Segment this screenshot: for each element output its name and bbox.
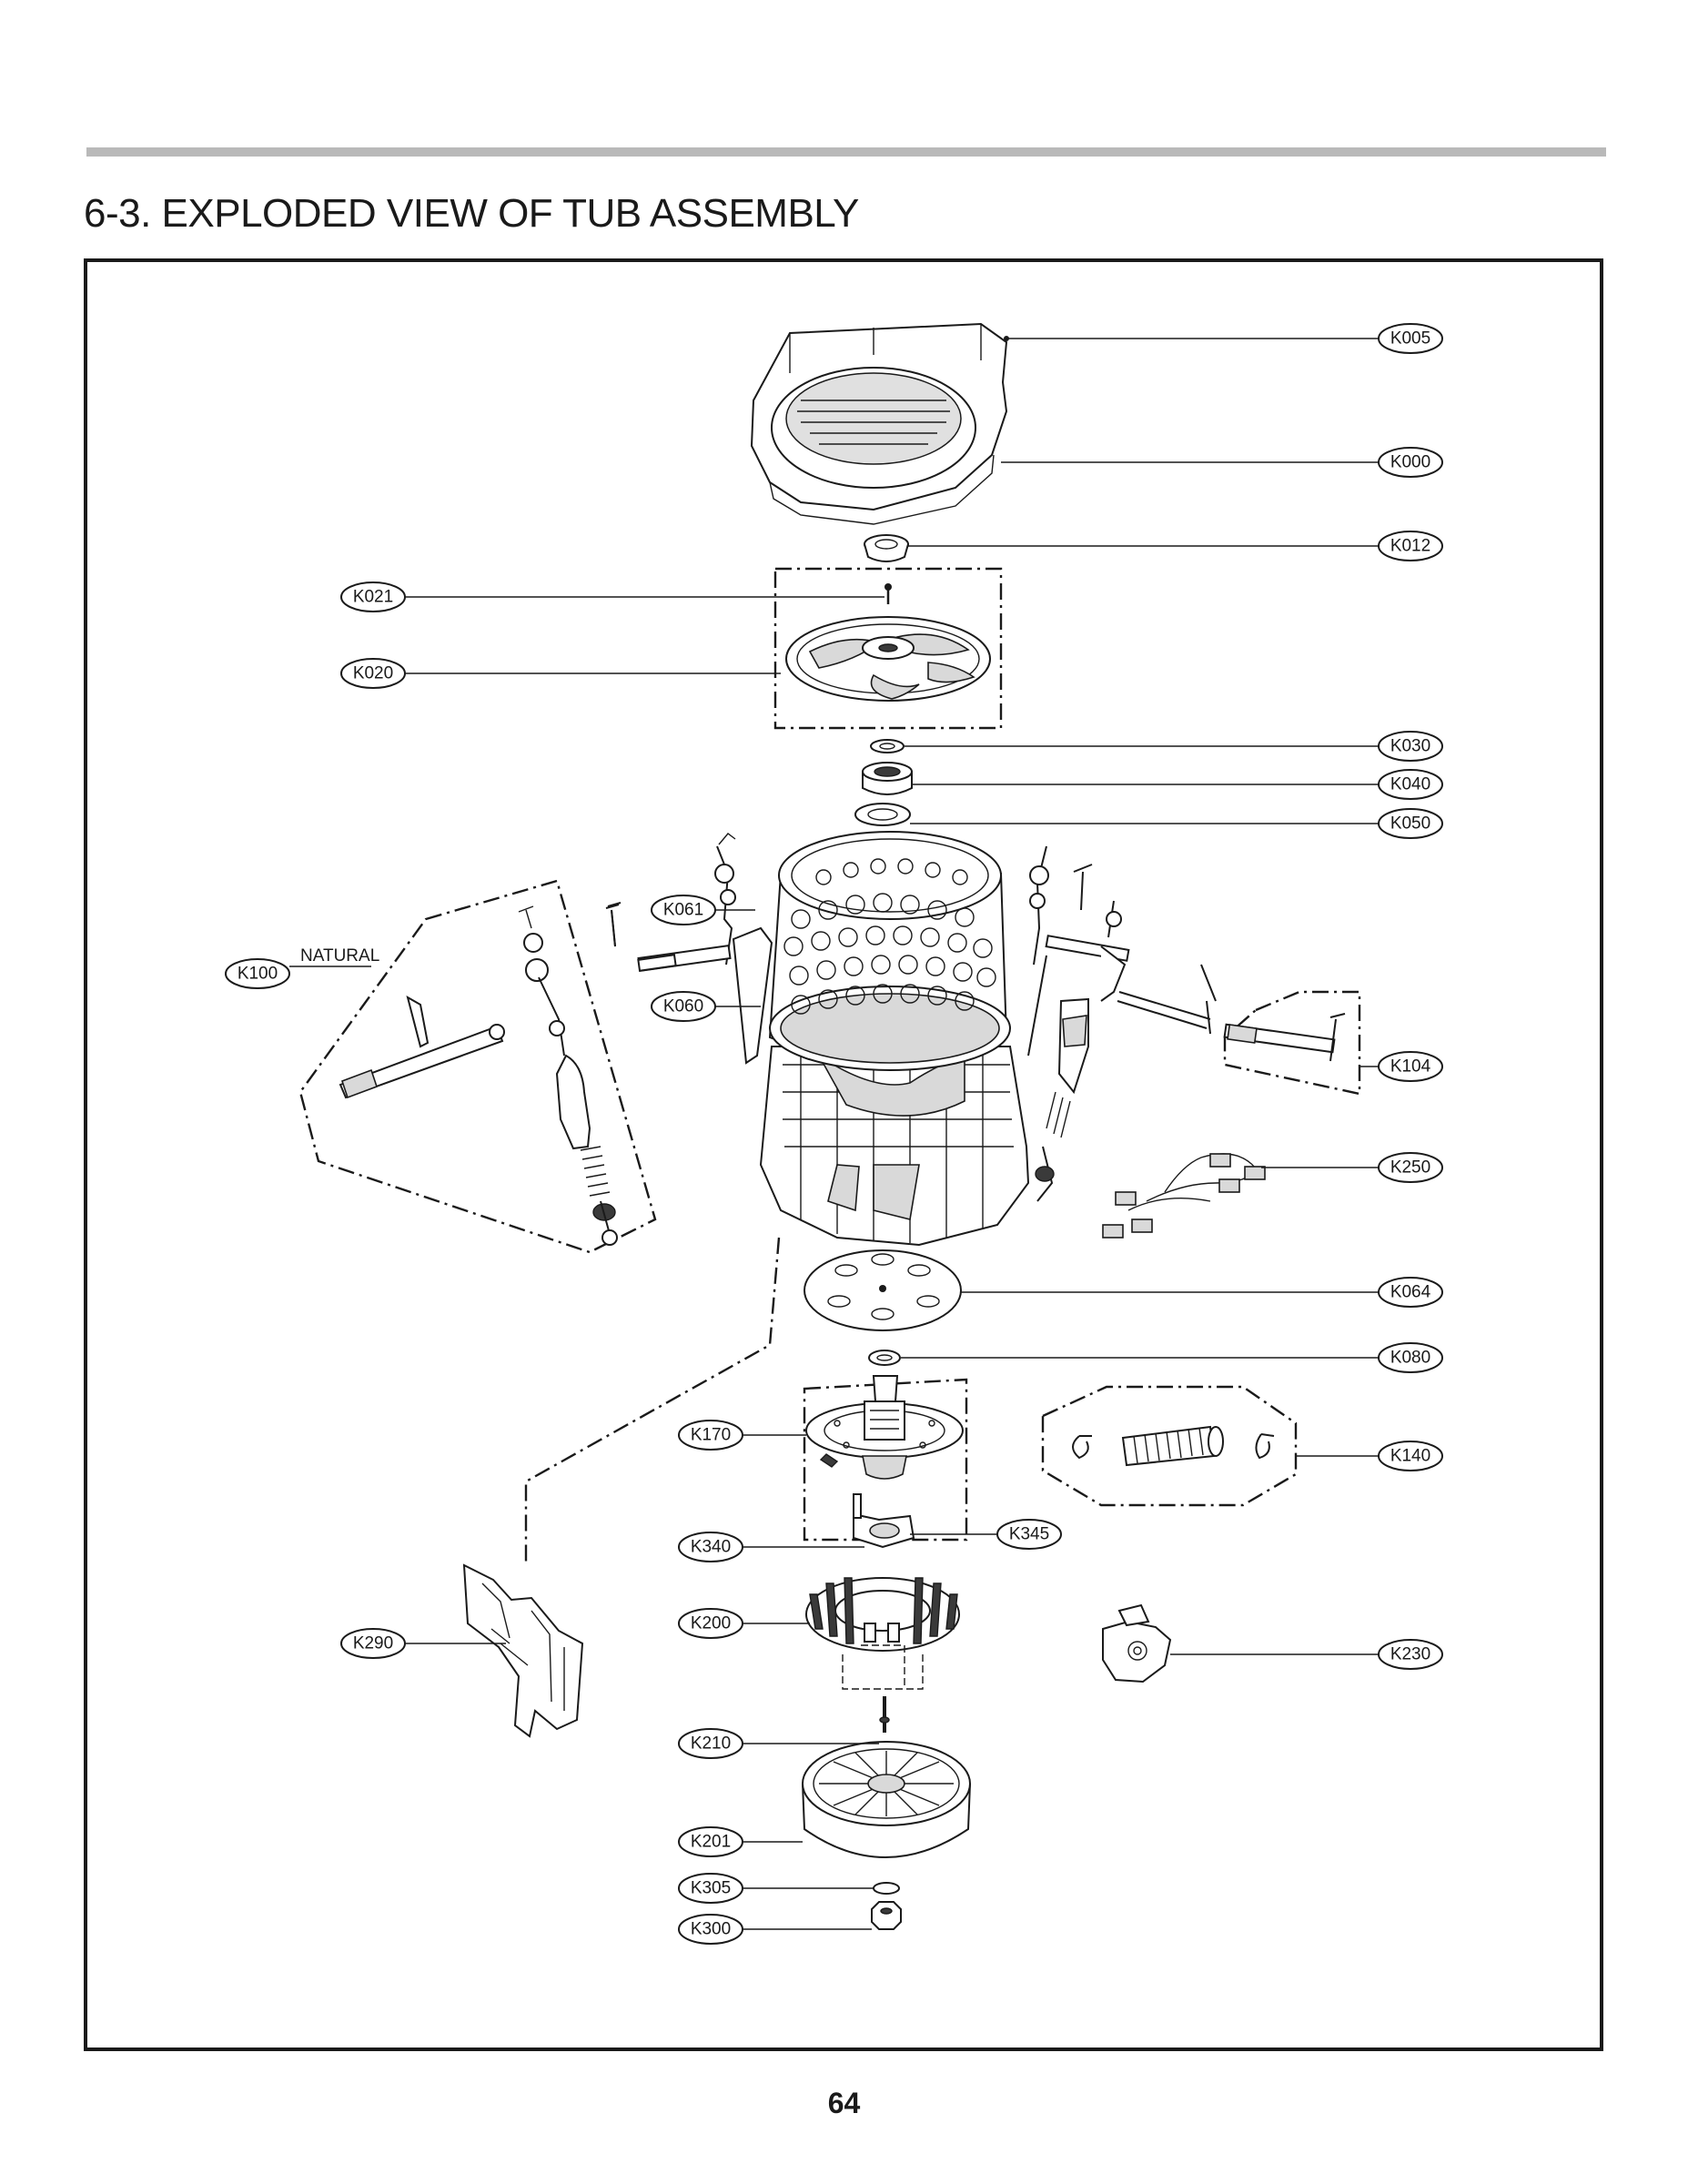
svg-text:K140: K140 (1390, 1447, 1430, 1466)
callout-K100: K100 (225, 958, 290, 989)
callout-K305: K305 (678, 1873, 743, 1904)
balancer-cap-part (864, 534, 909, 562)
tub-plate-part (804, 1249, 962, 1331)
washer-k030-part (870, 739, 905, 753)
svg-text:K104: K104 (1390, 1057, 1431, 1077)
callout-K300: K300 (678, 1914, 743, 1945)
svg-text:K305: K305 (691, 1879, 731, 1898)
callout-K250: K250 (1378, 1152, 1443, 1183)
nut-k300-part (871, 1901, 902, 1930)
svg-text:K300: K300 (691, 1920, 731, 1939)
svg-text:K290: K290 (353, 1634, 393, 1653)
svg-text:K080: K080 (1390, 1349, 1430, 1368)
svg-text:K020: K020 (353, 664, 393, 683)
header-rule (86, 147, 1606, 157)
svg-text:K340: K340 (691, 1538, 731, 1557)
rotor-part (802, 1741, 971, 1858)
callout-K140: K140 (1378, 1441, 1443, 1471)
bolt-k210-part (879, 1696, 890, 1733)
wire-harness-part (1102, 1153, 1266, 1239)
callout-K230: K230 (1378, 1639, 1443, 1670)
callout-K210: K210 (678, 1728, 743, 1759)
suspension-natural-part (339, 902, 622, 1246)
natural-note: NATURAL (300, 946, 379, 966)
suspension-left-part (605, 833, 773, 1065)
drum-perforation (783, 858, 996, 1015)
pulsator-screw-part (884, 583, 892, 604)
svg-text:K021: K021 (353, 588, 393, 607)
callout-K050: K050 (1378, 808, 1443, 839)
callout-K201: K201 (678, 1826, 743, 1857)
bearing-housing-part (805, 1375, 964, 1480)
pulsator-part (785, 616, 991, 702)
callout-K040: K040 (1378, 769, 1443, 800)
callout-K005: K005 (1378, 323, 1443, 354)
callout-K170: K170 (678, 1420, 743, 1451)
washer-k305-part (873, 1882, 900, 1895)
callout-K200: K200 (678, 1608, 743, 1639)
svg-text:K005: K005 (1390, 329, 1430, 349)
svg-text:K210: K210 (691, 1734, 731, 1754)
callout-K030: K030 (1378, 731, 1443, 762)
svg-text:K250: K250 (1390, 1158, 1430, 1178)
svg-text:K201: K201 (691, 1833, 731, 1852)
tub-cover-part (750, 322, 1008, 525)
callout-K340: K340 (678, 1532, 743, 1562)
callout-K104: K104 (1378, 1051, 1443, 1082)
drain-hose-part (1072, 1425, 1275, 1467)
diagram-frame (84, 258, 1603, 2051)
page-title: 6-3. EXPLODED VIEW OF TUB ASSEMBLY (84, 191, 859, 236)
bearing-housing-group-box (803, 1378, 968, 1542)
svg-text:K170: K170 (691, 1426, 731, 1445)
svg-text:K050: K050 (1390, 814, 1430, 834)
svg-text:K100: K100 (238, 965, 278, 984)
svg-text:K064: K064 (1390, 1283, 1431, 1302)
callout-K021: K021 (340, 581, 406, 612)
suspension-rod-k104-part (1223, 1013, 1346, 1062)
svg-text:K030: K030 (1390, 737, 1430, 756)
page-number: 64 (827, 2087, 861, 2119)
svg-text:K061: K061 (663, 901, 703, 920)
hall-sensor-part (853, 1493, 915, 1549)
svg-text:K345: K345 (1009, 1525, 1049, 1544)
valve-k230-part (1102, 1603, 1172, 1684)
leader-lines (405, 336, 1379, 1930)
suspension-right-part (1027, 845, 1217, 1202)
callout-K290: K290 (340, 1628, 406, 1659)
callout-K000: K000 (1378, 447, 1443, 478)
seal-k080-part (868, 1350, 901, 1366)
callout-K012: K012 (1378, 531, 1443, 561)
svg-text:K012: K012 (1390, 537, 1430, 556)
drum-tub-part (759, 831, 1030, 1247)
stator-part (805, 1577, 960, 1690)
callout-K020: K020 (340, 658, 406, 689)
pulsator-group-box (773, 567, 1003, 730)
callout-K345: K345 (996, 1519, 1062, 1550)
svg-text:K000: K000 (1390, 453, 1430, 472)
callout-K080: K080 (1378, 1342, 1443, 1373)
callout-K061: K061 (651, 895, 716, 925)
svg-text:K200: K200 (691, 1614, 731, 1633)
callout-K060: K060 (651, 991, 716, 1022)
svg-text:K060: K060 (663, 997, 703, 1016)
suspension-group-natural-box (298, 879, 657, 1254)
bearing-k040-part (862, 762, 913, 795)
svg-text:K040: K040 (1390, 775, 1430, 794)
svg-text:K230: K230 (1390, 1645, 1430, 1664)
washer-k050-part (854, 803, 911, 826)
callout-K064: K064 (1378, 1277, 1443, 1308)
bracket-k290-part (462, 1563, 584, 1738)
